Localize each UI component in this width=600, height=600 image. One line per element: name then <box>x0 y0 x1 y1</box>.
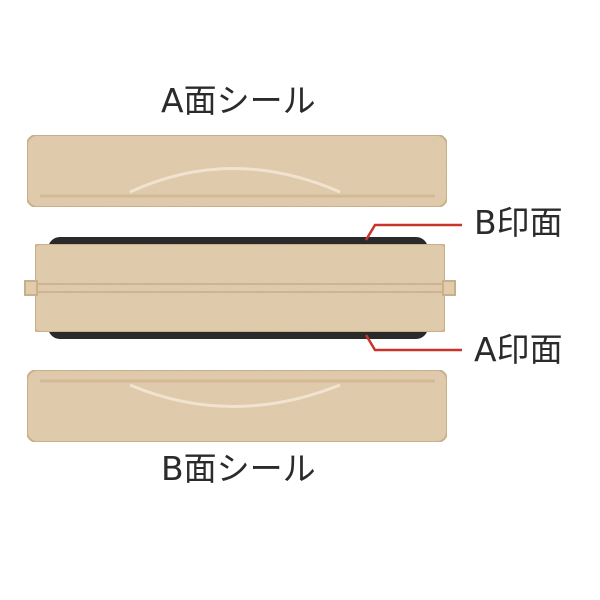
top-seal-block <box>26 134 448 208</box>
a-print-label: A印面 <box>474 330 563 369</box>
bottom-seal-block <box>26 369 448 443</box>
b-print-label: B印面 <box>474 203 563 242</box>
stamp-body <box>24 237 456 339</box>
bottom-seal-label: B面シール <box>161 449 316 488</box>
b-print-leader-line <box>364 223 462 241</box>
a-print-leader-line <box>364 334 462 352</box>
top-seal-label: A面シール <box>161 81 316 120</box>
